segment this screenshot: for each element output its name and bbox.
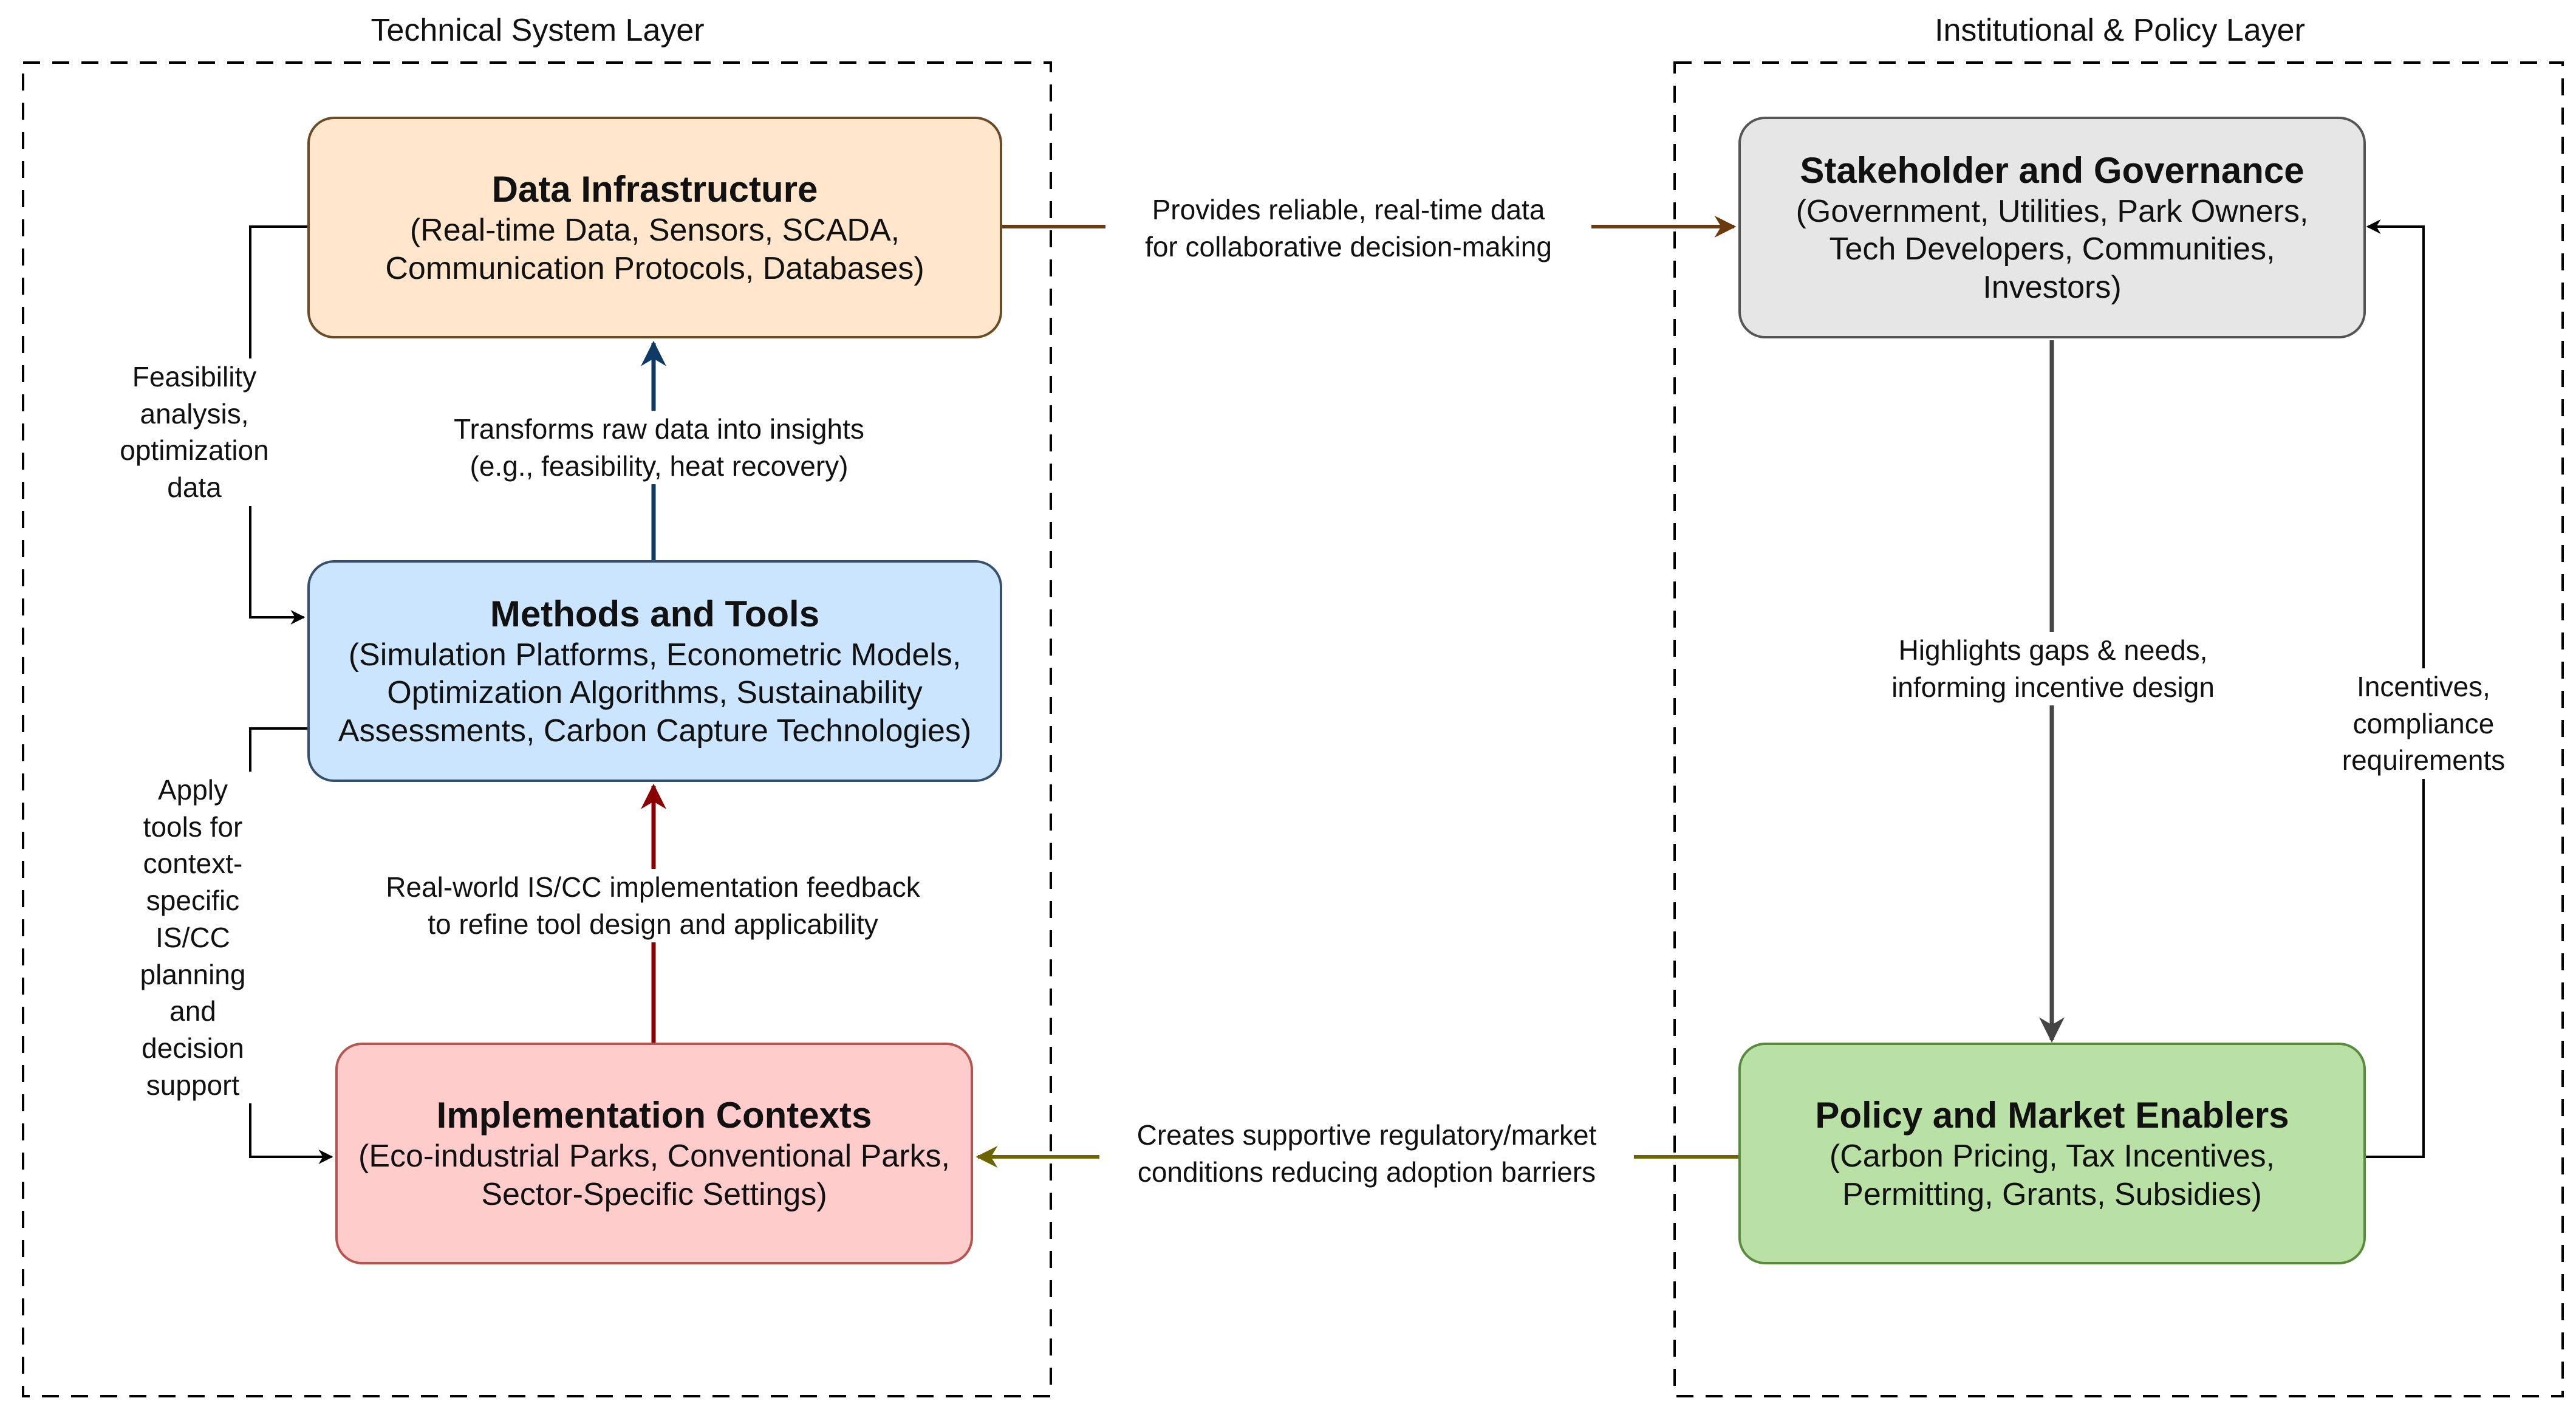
institutional-layer-title: Institutional & Policy Layer bbox=[1935, 13, 2305, 48]
policy-market-box: Policy and Market Enablers (Carbon Prici… bbox=[1738, 1043, 2366, 1264]
incentives-label: Incentives, compliance requirements bbox=[2332, 668, 2515, 780]
institutional-layer-container bbox=[1673, 61, 2564, 1397]
policy-market-title: Policy and Market Enablers bbox=[1815, 1095, 2289, 1136]
feedback-label: Real-world IS/CC implementation feedback… bbox=[352, 869, 954, 943]
technical-layer-container bbox=[22, 61, 1052, 1397]
data-infrastructure-box: Data Infrastructure (Real-time Data, Sen… bbox=[307, 117, 1002, 338]
policy-market-body: (Carbon Pricing, Tax Incentives, Permitt… bbox=[1829, 1139, 2275, 1212]
apply-tools-connector bbox=[249, 727, 333, 1164]
transforms-label: Transforms raw data into insights (e.g.,… bbox=[419, 411, 899, 485]
data-infrastructure-body: (Real-time Data, Sensors, SCADA, Communi… bbox=[385, 213, 924, 286]
methods-tools-body: (Simulation Platforms, Econometric Model… bbox=[338, 637, 972, 749]
highlights-gaps-label: Highlights gaps & needs, informing incen… bbox=[1871, 632, 2235, 706]
provides-data-label: Provides reliable, real-time data for co… bbox=[1105, 191, 1591, 266]
stakeholder-governance-body: (Government, Utilities, Park Owners, Tec… bbox=[1795, 193, 2309, 305]
creates-conditions-label: Creates supportive regulatory/market con… bbox=[1099, 1117, 1634, 1191]
apply-tools-label: Apply tools for context- specific IS/CC … bbox=[125, 772, 261, 1104]
stakeholder-governance-box: Stakeholder and Governance (Government, … bbox=[1738, 117, 2366, 338]
implementation-contexts-body: (Eco-industrial Parks, Conventional Park… bbox=[358, 1139, 950, 1212]
implementation-contexts-box: Implementation Contexts (Eco-industrial … bbox=[335, 1043, 973, 1264]
implementation-contexts-title: Implementation Contexts bbox=[436, 1095, 872, 1136]
feasibility-label: Feasibility analysis, optimization data bbox=[106, 358, 282, 506]
data-infrastructure-title: Data Infrastructure bbox=[491, 169, 818, 210]
methods-tools-box: Methods and Tools (Simulation Platforms,… bbox=[307, 560, 1002, 782]
stakeholder-governance-title: Stakeholder and Governance bbox=[1800, 149, 2304, 191]
technical-layer-title: Technical System Layer bbox=[371, 13, 705, 48]
methods-tools-title: Methods and Tools bbox=[490, 593, 820, 634]
